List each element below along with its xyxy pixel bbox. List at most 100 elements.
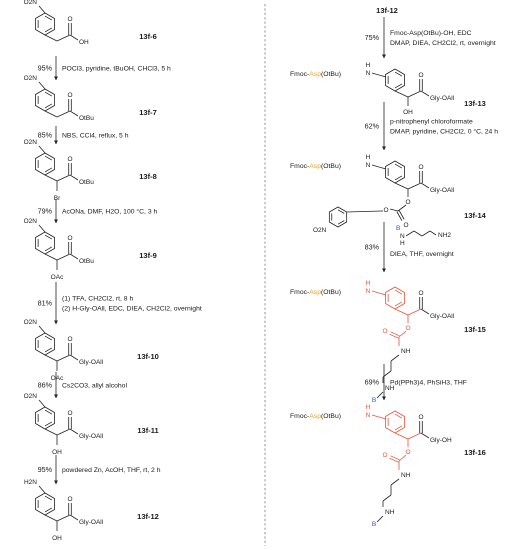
step-yield: 62% <box>365 122 380 131</box>
bond <box>394 90 409 98</box>
reagent-bead: B <box>396 225 400 232</box>
bond <box>407 90 422 98</box>
reagent-nitrogen: N <box>400 233 405 240</box>
bond <box>394 432 409 440</box>
nitro-amine-group: O2N <box>24 393 38 400</box>
bond <box>38 325 46 334</box>
compound-label: 13f-12 <box>137 512 159 521</box>
bond <box>44 103 53 109</box>
bond <box>394 71 403 77</box>
bond <box>38 145 46 154</box>
bond <box>44 15 53 21</box>
bond <box>389 208 399 212</box>
bond <box>394 175 403 181</box>
bond <box>346 210 384 213</box>
bond <box>69 514 79 521</box>
ester-amide-group: Gly-OAll <box>430 313 455 320</box>
bond <box>421 230 431 237</box>
step-conditions: Cs2CO3, allyl alcohol <box>62 383 127 390</box>
bond <box>38 81 46 90</box>
bond <box>44 34 58 42</box>
carbonyl-oxygen: O <box>418 72 423 79</box>
bond <box>44 91 53 97</box>
alpha-substituent: OAc <box>51 375 64 382</box>
step-conditions: DMAP, DIEA, CH2Cl2, rt, overnight <box>390 40 496 47</box>
bond <box>44 253 58 261</box>
otbu-text: (OtBu) <box>321 289 341 296</box>
bond <box>396 211 403 221</box>
bond <box>44 335 53 341</box>
carbonyl-oxygen: O <box>418 290 423 297</box>
bond <box>69 174 79 181</box>
compound-label: 13f-11 <box>137 426 158 435</box>
carbonyl-oxygen: O <box>67 156 72 163</box>
bond <box>69 34 79 41</box>
bond <box>407 432 422 440</box>
compound-label: 13f-8 <box>139 172 157 181</box>
aryl-oxygen: O <box>383 207 388 214</box>
bond <box>44 428 58 436</box>
bond <box>420 90 430 97</box>
bond <box>69 428 79 435</box>
bond <box>69 110 79 117</box>
reaction-step: 95%powdered Zn, AcOH, THF, rt, 2 h <box>38 455 161 485</box>
amide-hydrogen: H <box>366 280 371 287</box>
reaction-step: 86% Cs2CO3, allyl alcohol <box>38 372 127 399</box>
fmoc-text: Fmoc- <box>290 163 309 170</box>
bond <box>38 485 46 494</box>
bond <box>394 301 403 307</box>
alpha-substituent: Br <box>54 195 61 202</box>
reaction-step: 69%Pd(PPh3)4, PhSiH3, THF <box>365 364 467 401</box>
reagent-hydrogen: H <box>400 240 405 247</box>
bond <box>394 163 403 169</box>
bond <box>56 174 71 182</box>
bond <box>413 230 423 237</box>
asp-text: Asp <box>309 289 321 296</box>
alpha-substituent: OH <box>52 449 62 456</box>
carbamate-nh: NH <box>401 472 411 479</box>
fmoc-text: Fmoc- <box>290 289 309 296</box>
asp-text: Asp <box>309 413 321 420</box>
fmoc-text: Fmoc- <box>290 71 309 78</box>
step-yield: 75% <box>365 33 380 42</box>
bond <box>407 308 422 316</box>
left-column: O2NOOH13f-6O2NOOtBu13f-7O2NOOtBuBr13f-8O… <box>24 0 202 542</box>
ester-amide-group: Gly-OAll <box>430 95 455 102</box>
compound-label: 13f-14 <box>464 211 487 220</box>
bond <box>420 308 430 315</box>
ester-amide-group: OH <box>79 39 89 46</box>
step-yield: 95% <box>38 64 53 73</box>
otbu-text: (OtBu) <box>321 413 341 420</box>
amide-hydrogen: H <box>366 404 371 411</box>
amide-nitrogen: N <box>366 70 371 77</box>
compound-label: 13f-15 <box>464 325 486 334</box>
carbonate-carbonyl-oxygen: O <box>403 222 408 229</box>
bead-marker: B <box>372 397 376 404</box>
alpha-substituent: OH <box>52 535 62 542</box>
carbamate-carbonyl-oxygen: O <box>382 328 387 335</box>
bond <box>420 432 430 439</box>
ester-amide-group: OtBu <box>79 115 94 122</box>
bond <box>44 347 53 353</box>
bond <box>394 308 409 316</box>
bond <box>397 204 407 212</box>
bond <box>44 409 53 415</box>
step-yield: 86% <box>38 381 53 390</box>
amide-nitrogen: N <box>366 162 371 169</box>
reaction-step: 81%(1) TFA, CH2Cl2, rt, 8 h(2) H-Gly-OAl… <box>38 282 202 325</box>
bond <box>376 515 384 523</box>
step-conditions: p-nitrophenyl chloroformate <box>390 119 473 126</box>
carbamate-oxygen: O <box>405 449 410 456</box>
reagent-amine: NH2 <box>438 232 451 239</box>
step-conditions: powdered Zn, AcOH, THF, rt, 2 h <box>62 467 161 474</box>
asp-text: Asp <box>309 71 321 78</box>
